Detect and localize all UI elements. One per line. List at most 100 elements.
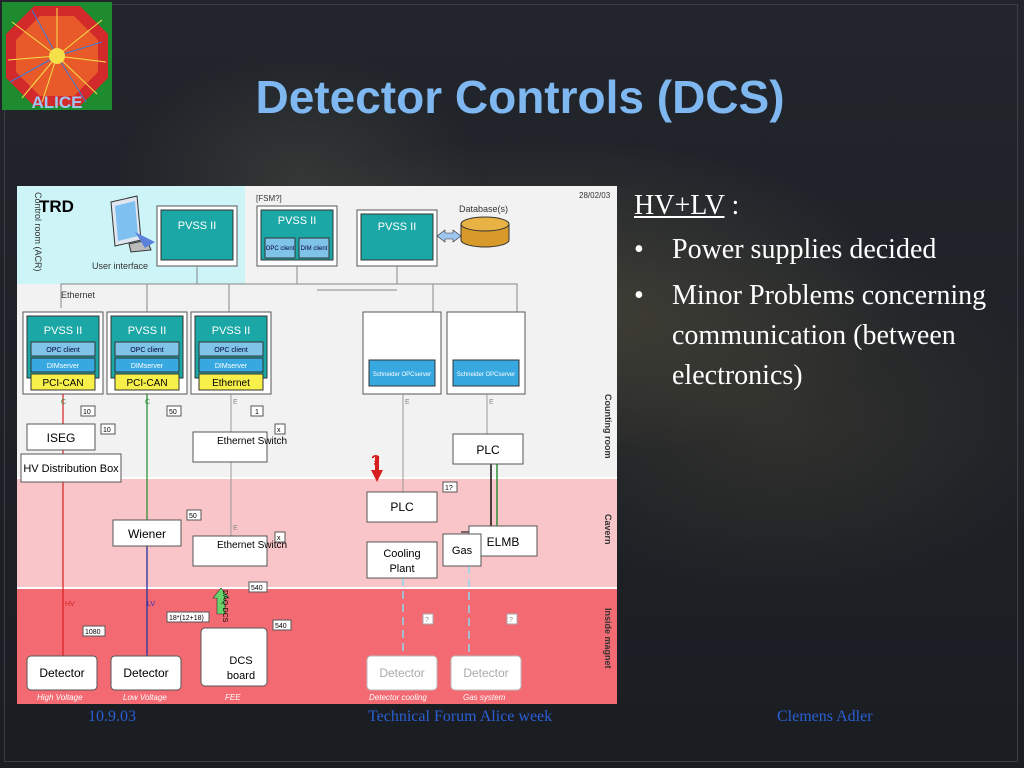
line-label-e-1: E (233, 399, 238, 406)
diagram-date: 28/02/03 (579, 191, 611, 200)
plc-cavern-label: PLC (390, 500, 414, 514)
plc-top-label: PLC (476, 443, 500, 457)
slide-frame (4, 4, 1018, 762)
hvlv-heading: HV+LV : (634, 190, 1024, 222)
pvss-3-label: PVSS II (212, 325, 251, 337)
bottom-label-hv: High Voltage (37, 693, 83, 702)
gas-label: Gas (452, 545, 473, 557)
count-dcs-b: 540 (275, 623, 287, 630)
schneider-1-label: Schneider OPCserver (373, 372, 431, 378)
alice-logo: ALICE (2, 2, 112, 110)
line-label-c-1: C (61, 399, 66, 406)
zone-inside-magnet: Inside magnet (603, 608, 613, 669)
database-icon (436, 216, 510, 248)
elmb-label: ELMB (487, 535, 520, 549)
pvss-2-label: PVSS II (128, 325, 167, 337)
cooling-label-1: Cooling (383, 548, 420, 560)
bus-3-label: Ethernet (212, 378, 250, 389)
zone-counting-room: Counting room (603, 394, 613, 459)
bus-2-label: PCI-CAN (126, 378, 167, 389)
right-panel: HV+LV : • Power supplies decided • Minor P… (634, 190, 1024, 402)
count-switch-x1: x (277, 427, 281, 434)
bottom-label-fee: FEE (225, 693, 241, 702)
count-wiener-a: 50 (169, 409, 177, 416)
cooling-label-2: Plant (389, 563, 414, 575)
dimserver-2: DIMserver (131, 363, 164, 370)
pvss-1-label: PVSS II (44, 325, 83, 337)
hv-box-label: HV Distribution Box (23, 463, 119, 475)
count-switch-a: 1 (255, 409, 259, 416)
count-iseg-b: 10 (103, 427, 111, 434)
bottom-label-lv: Low Voltage (123, 693, 167, 702)
line-label-c-2: C (145, 399, 150, 406)
pvss-stack-1 (22, 311, 104, 395)
ethernet-label: Ethernet (61, 290, 96, 300)
bus-1-label: PCI-CAN (42, 378, 83, 389)
zone-cavern: Cavern (603, 514, 613, 545)
detector-cooling-label: Detector (379, 666, 424, 680)
pvss-stack-3 (190, 311, 272, 395)
detector-lv-label: Detector (123, 666, 168, 680)
dimserver-1: DIMserver (47, 363, 80, 370)
detector-gas-label: Detector (463, 666, 508, 680)
count-switch-x2: x (277, 535, 281, 542)
opc-client-top-label: OPC client (266, 246, 295, 252)
footer-date: 10.9.03 (88, 708, 136, 725)
footer-author: Clemens Adler (777, 708, 873, 725)
eth-switch-2-label: Ethernet Switch (217, 540, 287, 551)
user-interface-monitor-icon (110, 195, 155, 253)
schneider-2-label: Schneider OPCserver (457, 372, 515, 378)
count-hv: 1080 (85, 629, 101, 636)
count-wiener-b: 50 (189, 513, 197, 520)
dcs-board-label-2: board (227, 670, 255, 682)
pvss-top-3-label: PVSS II (378, 221, 417, 233)
count-plc: 1? (445, 485, 453, 492)
opc-client-3: OPC client (214, 347, 248, 354)
bottom-label-cooling: Detector cooling (369, 693, 427, 702)
bullet-list: • Power supplies decided • Minor Problems … (634, 230, 1024, 396)
line-label-e-2: E (233, 525, 238, 532)
count-gas-q: ? (509, 617, 513, 624)
trd-label: TRD (39, 197, 74, 216)
line-label-hv: HV (65, 601, 75, 608)
line-label-e-3: E (405, 399, 410, 406)
pvss-top-1-label: PVSS II (178, 220, 217, 232)
fsm-label: [FSM?] (256, 194, 282, 203)
user-interface-label: User interface (92, 261, 148, 271)
question-mark: ? (371, 452, 380, 469)
database-label: Database(s) (459, 204, 508, 214)
dimserver-3: DIMserver (215, 363, 248, 370)
dim-client-top-label: DIM client (301, 246, 328, 252)
logo-text: ALICE (32, 93, 83, 110)
wiener-label: Wiener (128, 527, 166, 541)
daq-dcs-label: DAQ-DCS (221, 590, 228, 623)
line-label-lv: LV (147, 601, 155, 608)
control-room-label: Control room (ACR) (33, 192, 43, 272)
dcs-architecture-diagram: TRD Control room (ACR) [FSM?] 28/02/03 U… (17, 186, 617, 704)
opc-client-1: OPC client (46, 347, 80, 354)
footer-event: Technical Forum Alice week (368, 708, 553, 725)
count-iseg-a: 10 (83, 409, 91, 416)
line-label-e-4: E (489, 399, 494, 406)
bottom-label-gas: Gas system (463, 693, 506, 702)
bullet-text: Minor Problems concerning communication … (672, 280, 987, 391)
slide-title: Detector Controls (DCS) (255, 71, 785, 123)
hvlv-colon: : (724, 190, 740, 221)
count-dcs-a: 540 (251, 585, 263, 592)
eth-switch-1-label: Ethernet Switch (217, 436, 287, 447)
bullet-item: • Power supplies decided (634, 230, 1024, 270)
bullet-item: • Minor Problems concerning communication… (634, 276, 1024, 396)
opc-client-2: OPC client (130, 347, 164, 354)
iseg-label: ISEG (47, 431, 76, 445)
bullet-dot: • (634, 280, 644, 311)
bullet-dot: • (634, 234, 644, 265)
detector-hv-label: Detector (39, 666, 84, 680)
pvss-stack-2 (106, 311, 188, 395)
hvlv-heading-text: HV+LV (634, 190, 725, 221)
count-cooling-q: ? (425, 617, 429, 624)
pvss-top-2-label: PVSS II (278, 215, 317, 227)
count-lv: 18*(12+18) (169, 615, 204, 622)
bullet-text: Power supplies decided (672, 234, 937, 265)
dcs-board-label-1: DCS (229, 655, 252, 667)
